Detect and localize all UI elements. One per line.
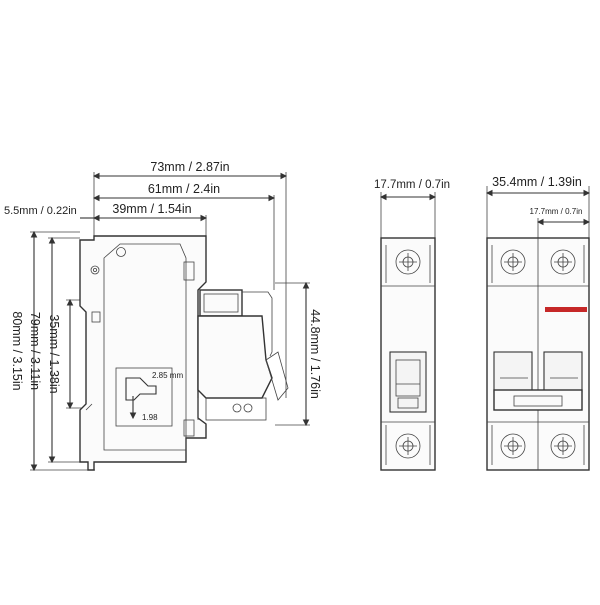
dim-body-height: 79mm / 3.11in bbox=[28, 312, 42, 390]
side-lever-tip bbox=[265, 351, 289, 401]
terminal-screw-icon bbox=[550, 433, 576, 459]
side-cover-outline bbox=[103, 243, 187, 451]
double-toggle-link bbox=[513, 395, 563, 407]
dim-right-height: 44.8mm / 1.76in bbox=[308, 309, 322, 399]
screw-icon bbox=[90, 265, 100, 275]
dim-body-width: 39mm / 1.54in bbox=[112, 202, 191, 216]
trip-indicator bbox=[545, 307, 587, 312]
screw-center-icon bbox=[93, 267, 98, 272]
single-pole-view: 17.7mm / 0.7in bbox=[374, 179, 450, 471]
side-view: 73mm / 2.87in 61mm / 2.4in 5.5mm / 0.22i… bbox=[4, 160, 322, 472]
screw-icon bbox=[116, 247, 126, 257]
side-label bbox=[115, 367, 173, 427]
terminal-screw-icon bbox=[500, 433, 526, 459]
double-toggle-left bbox=[493, 351, 533, 393]
dim-rail-height: 35mm / 1.38in bbox=[47, 314, 61, 393]
single-toggle-lever bbox=[395, 359, 421, 397]
single-toggle bbox=[389, 351, 427, 413]
terminal-screw-icon bbox=[500, 249, 526, 275]
double-pole-view: 35.4mm / 1.39in 17.7mm / 0.7in bbox=[485, 175, 591, 471]
dim-left-offset: 5.5mm / 0.22in bbox=[4, 205, 77, 217]
side-upper-notch bbox=[183, 261, 195, 281]
terminal-screw-icon bbox=[550, 249, 576, 275]
din-clip-lower bbox=[85, 403, 93, 411]
side-lever-wire bbox=[242, 291, 273, 357]
dim-total-width: 73mm / 2.87in bbox=[150, 160, 229, 174]
dim-single-width: 17.7mm / 0.7in bbox=[374, 179, 450, 191]
dim-pole-width: 17.7mm / 0.7in bbox=[530, 207, 583, 216]
dim-total-height: 80mm / 3.15in bbox=[10, 311, 24, 390]
label-value-top: 2.85 mm bbox=[152, 371, 183, 380]
dim-double-width: 35.4mm / 1.39in bbox=[492, 175, 582, 189]
terminal-screw-icon bbox=[395, 433, 421, 459]
double-toggle-bar bbox=[493, 389, 583, 411]
side-base-block bbox=[205, 397, 267, 421]
side-breaker-body bbox=[79, 235, 207, 471]
side-lever-housing bbox=[197, 315, 273, 399]
screw-icon bbox=[232, 403, 242, 413]
side-lower-notch bbox=[183, 419, 195, 437]
side-handle-inner bbox=[203, 293, 239, 313]
terminal-screw-icon bbox=[395, 249, 421, 275]
screw-icon bbox=[243, 403, 253, 413]
breaker-symbol-icon bbox=[125, 377, 157, 401]
dim-mid-width: 61mm / 2.4in bbox=[148, 182, 220, 196]
label-value-bottom: 1.98 bbox=[142, 413, 158, 422]
double-toggle-right bbox=[543, 351, 583, 393]
din-clip bbox=[91, 311, 101, 323]
